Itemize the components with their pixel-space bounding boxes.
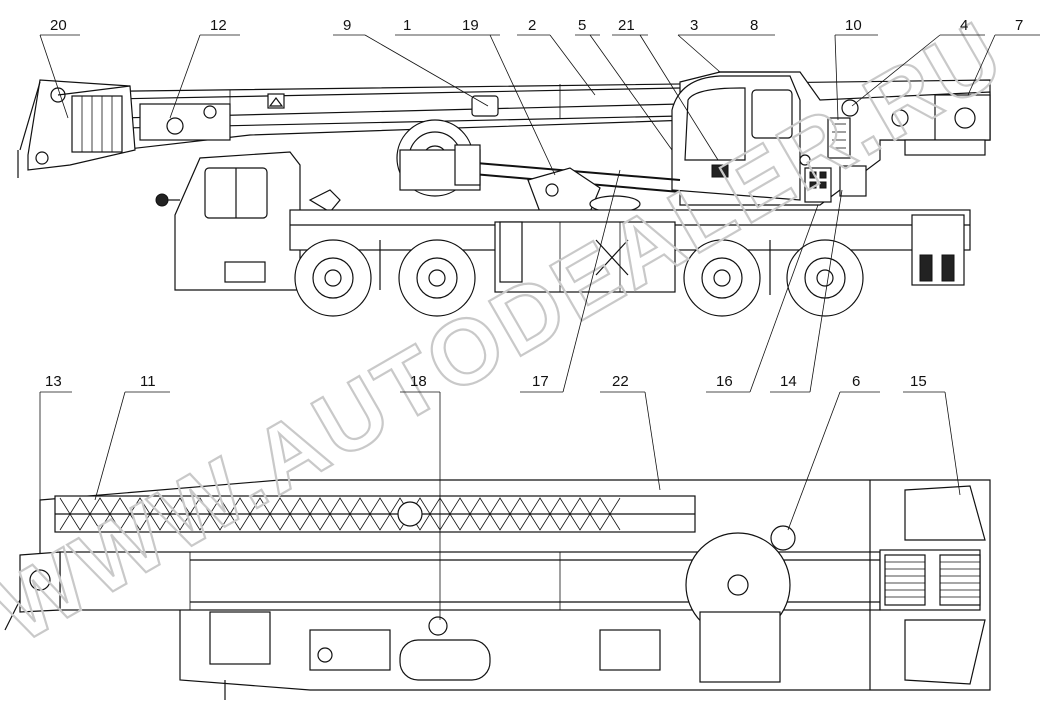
callout-5: 5 (575, 17, 673, 151)
callouts: 20 12 9 1 19 2 5 (39, 17, 1040, 620)
callout-label: 18 (410, 373, 427, 390)
callout-20: 20 (39, 17, 80, 119)
callout-label: 12 (210, 17, 227, 34)
callout-10: 10 (834, 17, 878, 121)
callout-9: 9 (333, 17, 489, 107)
callout-label: 6 (852, 373, 860, 390)
callout-label: 10 (845, 17, 862, 34)
luffing-mechanism (396, 119, 681, 213)
callout-6: 6 (787, 373, 880, 531)
callout-12: 12 (169, 17, 240, 119)
callout-label: 7 (1015, 17, 1023, 34)
callout-label: 9 (343, 17, 351, 34)
callout-label: 13 (45, 373, 62, 390)
callout-label: 17 (532, 373, 549, 390)
callout-1: 1 (395, 17, 450, 36)
callout-label: 8 (750, 17, 758, 34)
callout-label: 19 (462, 17, 479, 34)
callout-label: 20 (50, 17, 67, 34)
lattice-jib (54, 495, 696, 533)
slewing-ring (685, 525, 796, 638)
callout-2: 2 (517, 17, 596, 96)
callout-11: 11 (94, 373, 170, 501)
wheel (786, 239, 864, 317)
callout-14: 14 (770, 189, 843, 393)
callout-label: 11 (140, 373, 156, 390)
radiator-grille (884, 554, 981, 606)
callout-label: 15 (910, 373, 927, 390)
callout-label: 21 (618, 17, 635, 34)
callout-18: 18 (400, 373, 441, 620)
callout-label: 14 (780, 373, 797, 390)
boom-head (17, 79, 136, 178)
callout-13: 13 (39, 373, 72, 500)
callout-21: 21 (612, 17, 719, 161)
callout-label: 22 (612, 373, 629, 390)
operator-cab (671, 71, 811, 201)
callout-label: 3 (690, 17, 698, 34)
callout-label: 2 (528, 17, 536, 34)
superstructure (671, 71, 991, 206)
wheel (294, 239, 372, 317)
callout-16: 16 (706, 204, 819, 393)
callout-label: 4 (960, 17, 968, 34)
top-view (4, 479, 991, 700)
callout-4: 4 (851, 17, 985, 107)
callout-17: 17 (520, 169, 621, 393)
callout-3: 3 (677, 17, 730, 73)
callout-22: 22 (600, 373, 661, 491)
wheels-side (294, 239, 864, 317)
wheel (683, 239, 761, 317)
callout-19: 19 (450, 17, 556, 176)
side-view (17, 71, 991, 317)
carrier-cab (155, 151, 341, 291)
wheel (398, 239, 476, 317)
callout-label: 16 (716, 373, 733, 390)
callout-label: 1 (403, 17, 411, 34)
chassis (289, 209, 971, 295)
callout-15: 15 (903, 373, 961, 496)
callout-7: 7 (967, 17, 1040, 96)
callout-8: 8 (730, 17, 775, 36)
callout-label: 5 (578, 17, 586, 34)
counterweight-top (879, 485, 986, 685)
